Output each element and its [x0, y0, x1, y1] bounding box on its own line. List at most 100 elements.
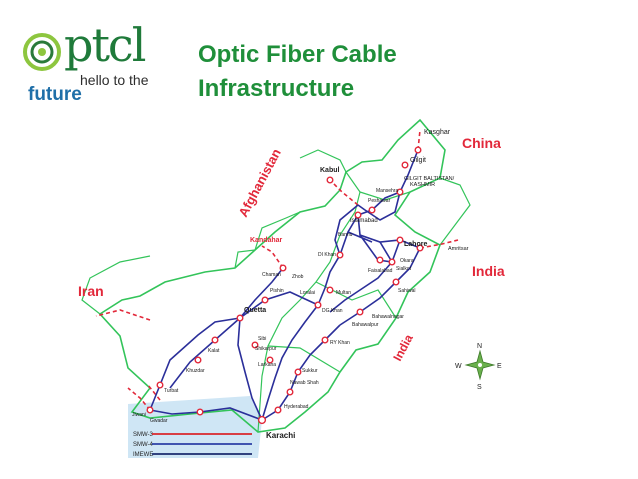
label-zhob: Zhob [292, 274, 304, 280]
label-gwadar: Gwadar [150, 418, 168, 424]
fiber-west [169, 317, 241, 389]
node-dg-khan [314, 301, 322, 309]
label-di-khan: DI Khan [318, 252, 336, 258]
label-islamabad: Islamabad [350, 218, 378, 224]
label-quetta: Quetta [244, 307, 266, 314]
fiber-lahore-bahawalpur [339, 247, 421, 326]
node-faisalabad [376, 256, 384, 264]
node-sibi [251, 341, 259, 349]
title-line-2: Infrastructure [198, 75, 355, 102]
node-sialkot [388, 258, 396, 266]
node-kasghar [414, 146, 422, 154]
fiber-punjab-mesh [347, 231, 393, 263]
label-turbat: Turbat [164, 388, 179, 394]
legend-label-smw3: SMW-3 [133, 432, 154, 438]
label-karachi: Karachi [266, 431, 295, 440]
label-india: India [472, 263, 505, 279]
fiber-quetta-multan [239, 291, 319, 319]
legend-label-smw4: SMW-4 [133, 442, 154, 448]
region-boundary [315, 281, 397, 319]
label-iran: Iran [78, 283, 104, 299]
node-gwadar [146, 406, 154, 414]
node-pishin [261, 296, 269, 304]
link-gwadar [127, 387, 151, 411]
logo-tagline-future: future [28, 84, 82, 105]
label-sialkot: Sialkot [396, 266, 412, 272]
label-bahawalpur: Bahawalpur [352, 322, 379, 328]
label-lahore: Lahore [404, 241, 427, 248]
node-kalat [211, 336, 219, 344]
link-turbat [147, 384, 161, 401]
node-hyderabad [274, 406, 282, 414]
label-hyderabad: Hyderabad [284, 404, 309, 410]
compass-e: E [497, 363, 502, 370]
node-multan [326, 286, 334, 294]
node-hunza [396, 188, 404, 196]
node-karachi [257, 415, 267, 425]
node-nawab-shah [286, 388, 294, 396]
logo-wordmark: ptcl [64, 18, 146, 72]
node-bahawalpur [356, 308, 364, 316]
region-boundary [267, 345, 341, 373]
label-india-border: India [390, 332, 416, 364]
label-mansehra: Mansehra [376, 188, 398, 194]
legend-label-imewe: IMEWE [133, 452, 153, 458]
afghanistan-border [234, 149, 347, 269]
arabian-sea [128, 396, 262, 458]
label-china: China [462, 135, 501, 151]
link-kabul [329, 179, 359, 206]
label-gilgit-region: GILGIT BALTISTAN/ [404, 176, 455, 182]
label-larkana: Larkana [258, 362, 276, 368]
node-ry-khan [321, 336, 329, 344]
node-peshawar [368, 206, 376, 214]
node-larkana [266, 356, 274, 364]
label-afghanistan: Afghanistan [235, 146, 284, 219]
node-kabul [326, 176, 334, 184]
node-kandahar [279, 264, 287, 272]
region-boundary [257, 171, 361, 433]
link-iran [95, 309, 151, 321]
label-shikarpur: Shikarpur [255, 346, 277, 352]
node-bahawalnagar [392, 278, 400, 286]
label-sukkur: Sukkur [302, 368, 318, 374]
label-gilgit: Gilgit [410, 157, 426, 164]
compass-w: W [455, 363, 462, 370]
label-faisalabad: Faisalabad [368, 268, 393, 274]
node-sukkur [294, 368, 302, 376]
node-quetta [236, 314, 244, 322]
label-amritsar: Amritsar [448, 246, 469, 252]
fiber-islamabad-multan [317, 214, 359, 306]
label-multan: Multan [336, 290, 351, 296]
node-khuzdar [194, 356, 202, 364]
label-kandahar: Kandahar [250, 237, 283, 244]
label-nawab-shah: Nawab Shah [290, 380, 319, 386]
link-amritsar [419, 239, 459, 249]
cable-legend: SMW-3 SMW-4 IMEWE [133, 432, 252, 458]
ptcl-logo: ptcl hello to the future [20, 22, 160, 106]
label-chaman: Chaman [262, 272, 281, 278]
fiber-quetta-ring [149, 317, 241, 411]
fiber-north [357, 149, 419, 221]
fiber-lahore-multan [329, 239, 401, 313]
pakistan-border [98, 118, 446, 433]
node-gilgit [401, 161, 409, 169]
node-lahore [396, 236, 404, 244]
compass-icon: N S E W [455, 343, 502, 391]
title-line-1: Optic Fiber Cable [198, 41, 397, 68]
label-jiwani: Jiwani [132, 412, 146, 418]
fiber-gilgit-islamabad [357, 191, 401, 216]
page-title: Optic Fiber Cable Infrastructure [198, 38, 397, 106]
label-khuzdar: Khuzdar [186, 368, 205, 374]
label-peshawar: Peshawar [368, 198, 391, 204]
label-bahawalnagar: Bahawalnagar [372, 314, 404, 320]
node-islamabad [354, 211, 362, 219]
label-kasghar: Kasghar [424, 129, 451, 136]
fiber-quetta-north [239, 267, 284, 319]
ptcl-ring-icon [23, 33, 61, 71]
label-pishin: Pishin [270, 288, 284, 294]
label-loralai: Loralai [300, 290, 315, 296]
node-amritsar [416, 244, 424, 252]
compass-n: N [477, 343, 482, 350]
label-ry-khan: RY Khan [330, 340, 350, 346]
node-ormara [196, 408, 204, 416]
